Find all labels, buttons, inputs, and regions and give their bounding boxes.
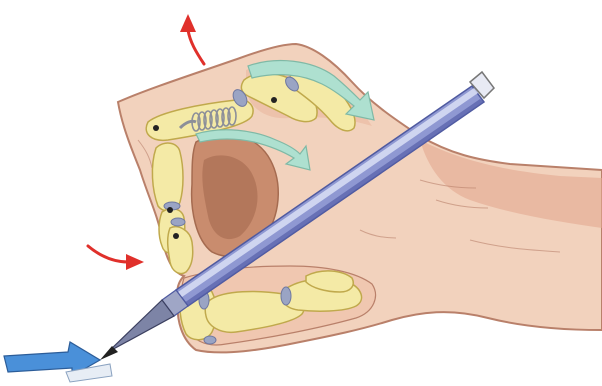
curved-up-arrow-head [180,14,196,32]
pen-tip [108,300,174,352]
bone-middle-proximal [152,143,183,211]
bone-middle-distal [168,227,193,274]
bent-motion-arrow-icon [4,342,112,382]
curved-right-arrow-head [126,254,144,270]
curved-up-arrow-icon [188,30,204,64]
curved-right-arrow-icon [88,246,128,262]
